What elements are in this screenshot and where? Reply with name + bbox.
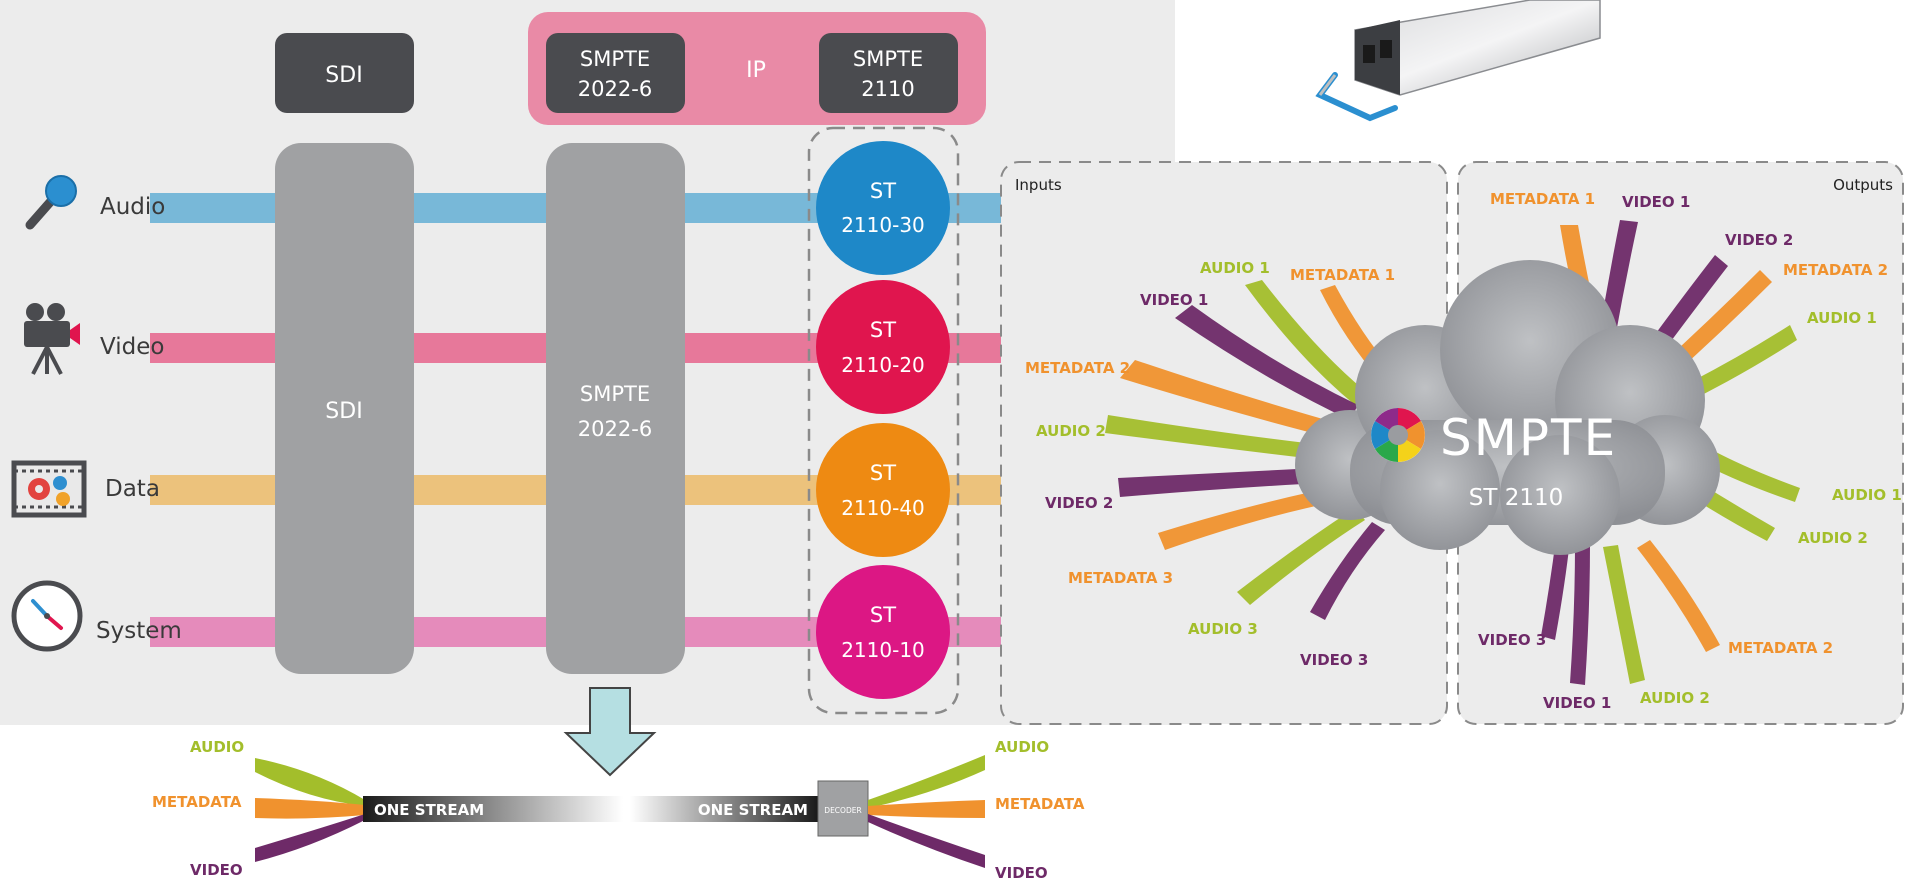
input-label-audio-2: AUDIO 2	[1036, 422, 1106, 440]
input-label-video-3: VIDEO 3	[1300, 651, 1368, 669]
clock-icon	[11, 580, 83, 652]
stream-right-label: ONE STREAM	[698, 801, 808, 819]
left-audio-fan	[255, 758, 365, 806]
stream-bar-left	[363, 796, 623, 822]
st-2110-40-line1: ST	[870, 461, 896, 485]
sdi-header-box	[275, 33, 414, 113]
output-label-audio-2-bottom: AUDIO 2	[1640, 689, 1710, 707]
bottom-stream: ONE STREAM ONE STREAM DECODER AUDIO META…	[152, 687, 1085, 882]
cloud-sub-text: ST 2110	[1469, 485, 1564, 511]
st-2110-10-line1: ST	[870, 603, 896, 627]
smpte-2022-6-column-line2: 2022-6	[578, 417, 652, 441]
right-audio-label: AUDIO	[995, 738, 1049, 756]
input-label-video-1: VIDEO 1	[1140, 291, 1208, 309]
output-label-audio-2: AUDIO 2	[1798, 529, 1868, 547]
sdi-header-label: SDI	[325, 63, 362, 88]
left-panel: SDI SMPTE 2022-6 IP SMPTE 2110 SDI SMPTE…	[0, 0, 1175, 725]
input-rays	[1105, 280, 1392, 620]
left-metadata-fan	[255, 798, 365, 819]
smpte-2110-header-line1: SMPTE	[853, 47, 923, 71]
output-label-video-2: VIDEO 2	[1725, 231, 1793, 249]
left-audio-label: AUDIO	[190, 738, 244, 756]
input-label-audio-1: AUDIO 1	[1200, 259, 1270, 277]
decoder-label: DECODER	[824, 806, 861, 815]
input-label-metadata-1: METADATA 1	[1290, 266, 1395, 284]
right-audio-fan	[868, 755, 985, 808]
st-2110-40-circle	[816, 423, 950, 557]
smpte-2022-6-column	[546, 143, 685, 674]
st-2110-30-circle	[816, 141, 950, 275]
row-label-data: Data	[105, 476, 160, 502]
inputs-title: Inputs	[1015, 176, 1062, 194]
st-2110-10-circle	[816, 565, 950, 699]
input-label-audio-3: AUDIO 3	[1188, 620, 1258, 638]
stream-left-label: ONE STREAM	[374, 801, 484, 819]
output-label-audio-1-top: AUDIO 1	[1807, 309, 1877, 327]
output-label-metadata-2: METADATA 2	[1728, 639, 1833, 657]
cloud-brand-text: SMPTE	[1440, 409, 1617, 467]
smpte-2110-header-box	[819, 33, 958, 113]
st-2110-40-line2: 2110-40	[841, 496, 925, 520]
output-label-audio-1: AUDIO 1	[1832, 486, 1902, 504]
outputs-title: Outputs	[1833, 176, 1893, 194]
right-panel: Inputs Outputs	[1000, 161, 1904, 725]
sdi-column	[275, 143, 414, 674]
right-metadata-label: METADATA	[995, 795, 1085, 813]
left-video-label: VIDEO	[190, 861, 243, 879]
st-2110-10-line2: 2110-10	[841, 638, 925, 662]
st-2110-20-line1: ST	[870, 318, 896, 342]
left-metadata-label: METADATA	[152, 793, 242, 811]
stream-bar-right	[630, 796, 818, 822]
sdi-column-label: SDI	[325, 399, 362, 424]
left-video-fan	[255, 814, 365, 862]
right-video-label: VIDEO	[995, 864, 1048, 882]
st2110-dashed-group	[807, 126, 960, 715]
smpte-2022-6-header-line2: 2022-6	[578, 77, 652, 101]
smpte-2110-header-line2: 2110	[861, 77, 914, 101]
output-label-video-3: VIDEO 3	[1478, 631, 1546, 649]
data-gears-icon	[11, 460, 87, 518]
row-label-system: System	[96, 618, 182, 644]
row-label-video: Video	[100, 334, 164, 360]
down-arrow-icon	[563, 687, 657, 777]
st-2110-20-circle	[816, 280, 950, 414]
st-2110-30-line2: 2110-30	[841, 213, 925, 237]
smpte-2022-6-column-line1: SMPTE	[580, 382, 650, 406]
output-label-metadata-1: METADATA 1	[1490, 190, 1595, 208]
st-2110-20-line2: 2110-20	[841, 353, 925, 377]
input-label-video-2: VIDEO 2	[1045, 494, 1113, 512]
output-label-metadata-2-top: METADATA 2	[1783, 261, 1888, 279]
smpte-2022-6-header-box	[546, 33, 685, 113]
right-metadata-fan	[868, 800, 985, 818]
output-label-video-1: VIDEO 1	[1622, 193, 1690, 211]
row-label-audio: Audio	[100, 194, 165, 220]
smpte-2022-6-header-line1: SMPTE	[580, 47, 650, 71]
microphone-icon	[25, 175, 77, 230]
ip-label: IP	[746, 58, 766, 83]
right-video-fan	[868, 814, 985, 868]
input-label-metadata-2: METADATA 2	[1025, 359, 1130, 377]
sfp-module-image	[1290, 0, 1650, 150]
input-label-metadata-3: METADATA 3	[1068, 569, 1173, 587]
st-2110-30-line1: ST	[870, 179, 896, 203]
decoder-box	[817, 780, 869, 837]
video-camera-icon	[24, 303, 80, 375]
output-label-video-1-bottom: VIDEO 1	[1543, 694, 1611, 712]
smpte-logo-icon	[1371, 408, 1425, 462]
